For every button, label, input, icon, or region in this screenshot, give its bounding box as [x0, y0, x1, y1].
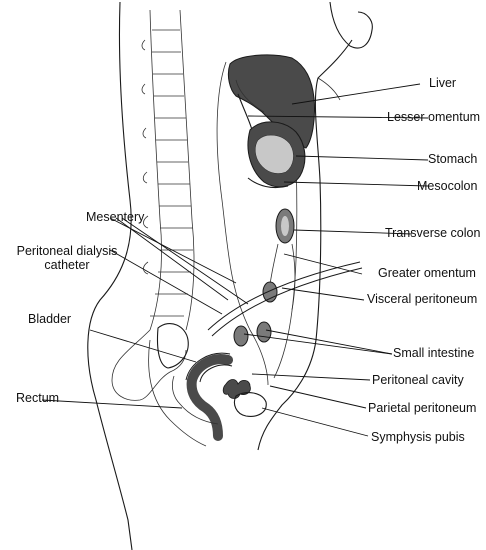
body-outline-back [87, 1, 133, 550]
breast-fold [317, 77, 341, 101]
catheter-line [207, 261, 363, 337]
label-liver: Liver [429, 76, 457, 90]
rectum-organ [186, 354, 233, 441]
label-peritoneal-cavity: Peritoneal cavity [372, 373, 464, 387]
leader-lines [41, 83, 429, 437]
small-intestine-loop-1 [262, 281, 278, 303]
liver-organ [227, 54, 315, 149]
label-transverse-colon: Transverse colon [385, 226, 481, 240]
label-small-intestine: Small intestine [393, 346, 475, 360]
lesser-omentum-line [237, 93, 253, 131]
liver-highlight [235, 79, 265, 113]
label-parietal-peritoneum: Parietal peritoneum [368, 401, 477, 415]
label-greater-omentum: Greater omentum [378, 266, 476, 280]
transverse-colon-lumen [281, 216, 289, 236]
mesocolon-line [247, 177, 289, 189]
label-visceral-peritoneum: Visceral peritoneum [367, 292, 478, 306]
rectum-outline [185, 352, 233, 383]
pelvis-outline [111, 329, 187, 401]
spine [141, 9, 195, 331]
label-peritoneal-dialysis-catheter: Peritoneal dialysis catheter [2, 244, 132, 272]
label-symphysis-pubis: Symphysis pubis [371, 430, 465, 444]
label-stomach: Stomach [428, 152, 478, 166]
label-peritoneal-dialysis-line1: Peritoneal dialysis [16, 244, 118, 258]
small-intestine-loop-3 [256, 321, 272, 343]
pubic-contour [172, 375, 219, 425]
stomach-lumen [254, 134, 294, 174]
label-bladder: Bladder [28, 312, 72, 326]
label-rectum: Rectum [16, 391, 60, 405]
label-peritoneal-dialysis-line2: catheter [44, 258, 90, 272]
label-mesocolon: Mesocolon [417, 179, 478, 193]
sacrum-outline [148, 339, 207, 447]
label-mesentery: Mesentery [86, 210, 145, 224]
symphysis-pubis-organ [233, 392, 267, 417]
label-lesser-omentum: Lesser omentum [387, 110, 481, 124]
small-intestine-loop-2 [233, 325, 249, 347]
